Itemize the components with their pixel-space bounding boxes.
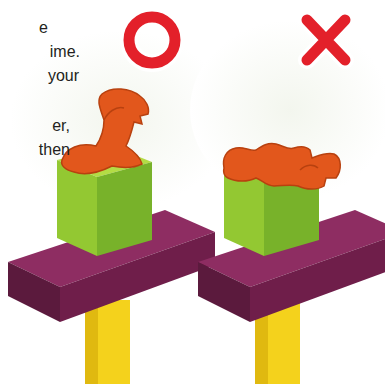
yellow-pillar-side — [85, 300, 98, 384]
wrong-symbol — [307, 20, 345, 60]
beaver-lying — [224, 143, 341, 189]
yellow-pillar — [85, 300, 130, 384]
purple-beam-end — [8, 262, 60, 322]
beaver-standing — [62, 89, 149, 174]
beaver-arm — [300, 165, 318, 170]
wrong-stack — [198, 143, 385, 384]
correct-symbol — [129, 17, 175, 63]
green-cube-front — [97, 162, 152, 256]
rule-text: e — [39, 19, 48, 37]
purple-beam-end — [198, 262, 250, 322]
wrong-symbol-outline — [307, 20, 345, 60]
background-glow — [190, 20, 385, 200]
rule-text: then — [39, 141, 70, 159]
correct-symbol-outline — [129, 17, 175, 63]
rule-text: er, — [52, 117, 70, 135]
wrong-symbol — [307, 20, 345, 60]
rule-text: your — [48, 67, 79, 85]
rule-text: ime. — [50, 43, 80, 61]
correct-stack — [8, 89, 215, 384]
green-cube-side — [57, 160, 97, 256]
beaver-arm — [104, 108, 124, 120]
